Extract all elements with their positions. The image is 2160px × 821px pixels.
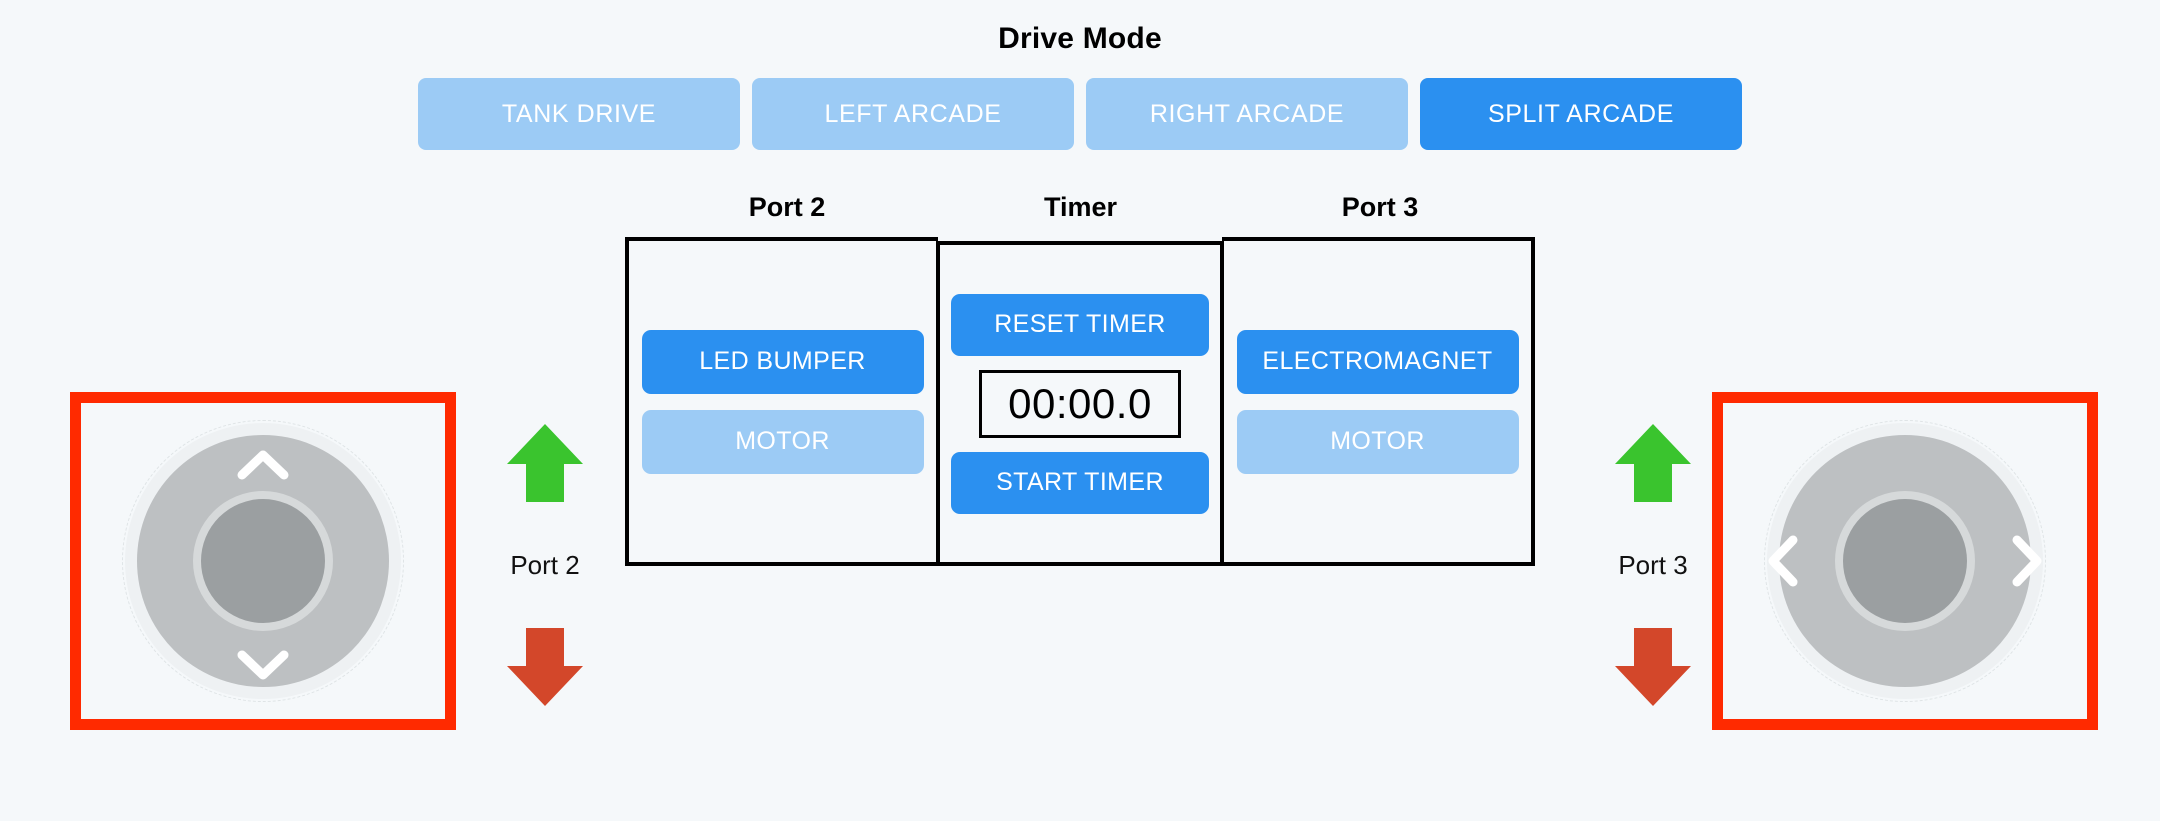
left-joystick-graphic [81,403,445,719]
red-down-arrow-icon[interactable] [1612,624,1694,710]
reset-timer-button[interactable]: RESET TIMER [951,293,1209,356]
port2-column-label: Port 2 [748,192,826,222]
drive-mode-tank-drive-button[interactable]: TANK DRIVE [418,78,740,150]
port2-cell: LED BUMPER MOTOR [625,237,938,566]
port3-cell: ELECTROMAGNET MOTOR [1222,237,1535,566]
drive-mode-right-arcade-button[interactable]: RIGHT ARCADE [1086,78,1408,150]
timer-cell: RESET TIMER 00:00.0 START TIMER [938,241,1222,566]
green-up-arrow-icon[interactable] [504,420,586,506]
port3-arrow-label: Port 3 [1618,549,1688,580]
drive-mode-button-group: TANK DRIVE LEFT ARCADE RIGHT ARCADE SPLI… [0,78,2160,150]
led-bumper-button[interactable]: LED BUMPER [641,329,924,394]
timer-display: 00:00.0 [979,369,1181,438]
port2-arrow-label: Port 2 [510,549,580,580]
right-joystick[interactable] [1712,392,2098,730]
right-joystick-knob[interactable] [1843,499,1967,623]
port3-motor-button[interactable]: MOTOR [1236,409,1519,474]
right-joystick-graphic [1723,403,2087,719]
green-up-arrow-icon[interactable] [1612,420,1694,506]
left-joystick-knob[interactable] [201,499,325,623]
left-joystick[interactable] [70,392,456,730]
port3-column-label: Port 3 [1341,192,1419,222]
port3-arrow-controls: Port 3 [1588,420,1718,710]
electromagnet-button[interactable]: ELECTROMAGNET [1236,329,1519,394]
drive-mode-title: Drive Mode [998,22,1162,55]
port2-motor-button[interactable]: MOTOR [641,409,924,474]
port2-arrow-controls: Port 2 [480,420,610,710]
joystick-outline [122,420,404,702]
device-control-panel: LED BUMPER MOTOR RESET TIMER 00:00.0 STA… [625,237,1535,566]
joystick-outline [1764,420,2046,702]
drive-mode-split-arcade-button[interactable]: SPLIT ARCADE [1420,78,1742,150]
red-down-arrow-icon[interactable] [504,624,586,710]
timer-column-label: Timer [1043,192,1118,222]
start-timer-button[interactable]: START TIMER [951,451,1209,514]
drive-mode-left-arcade-button[interactable]: LEFT ARCADE [752,78,1074,150]
